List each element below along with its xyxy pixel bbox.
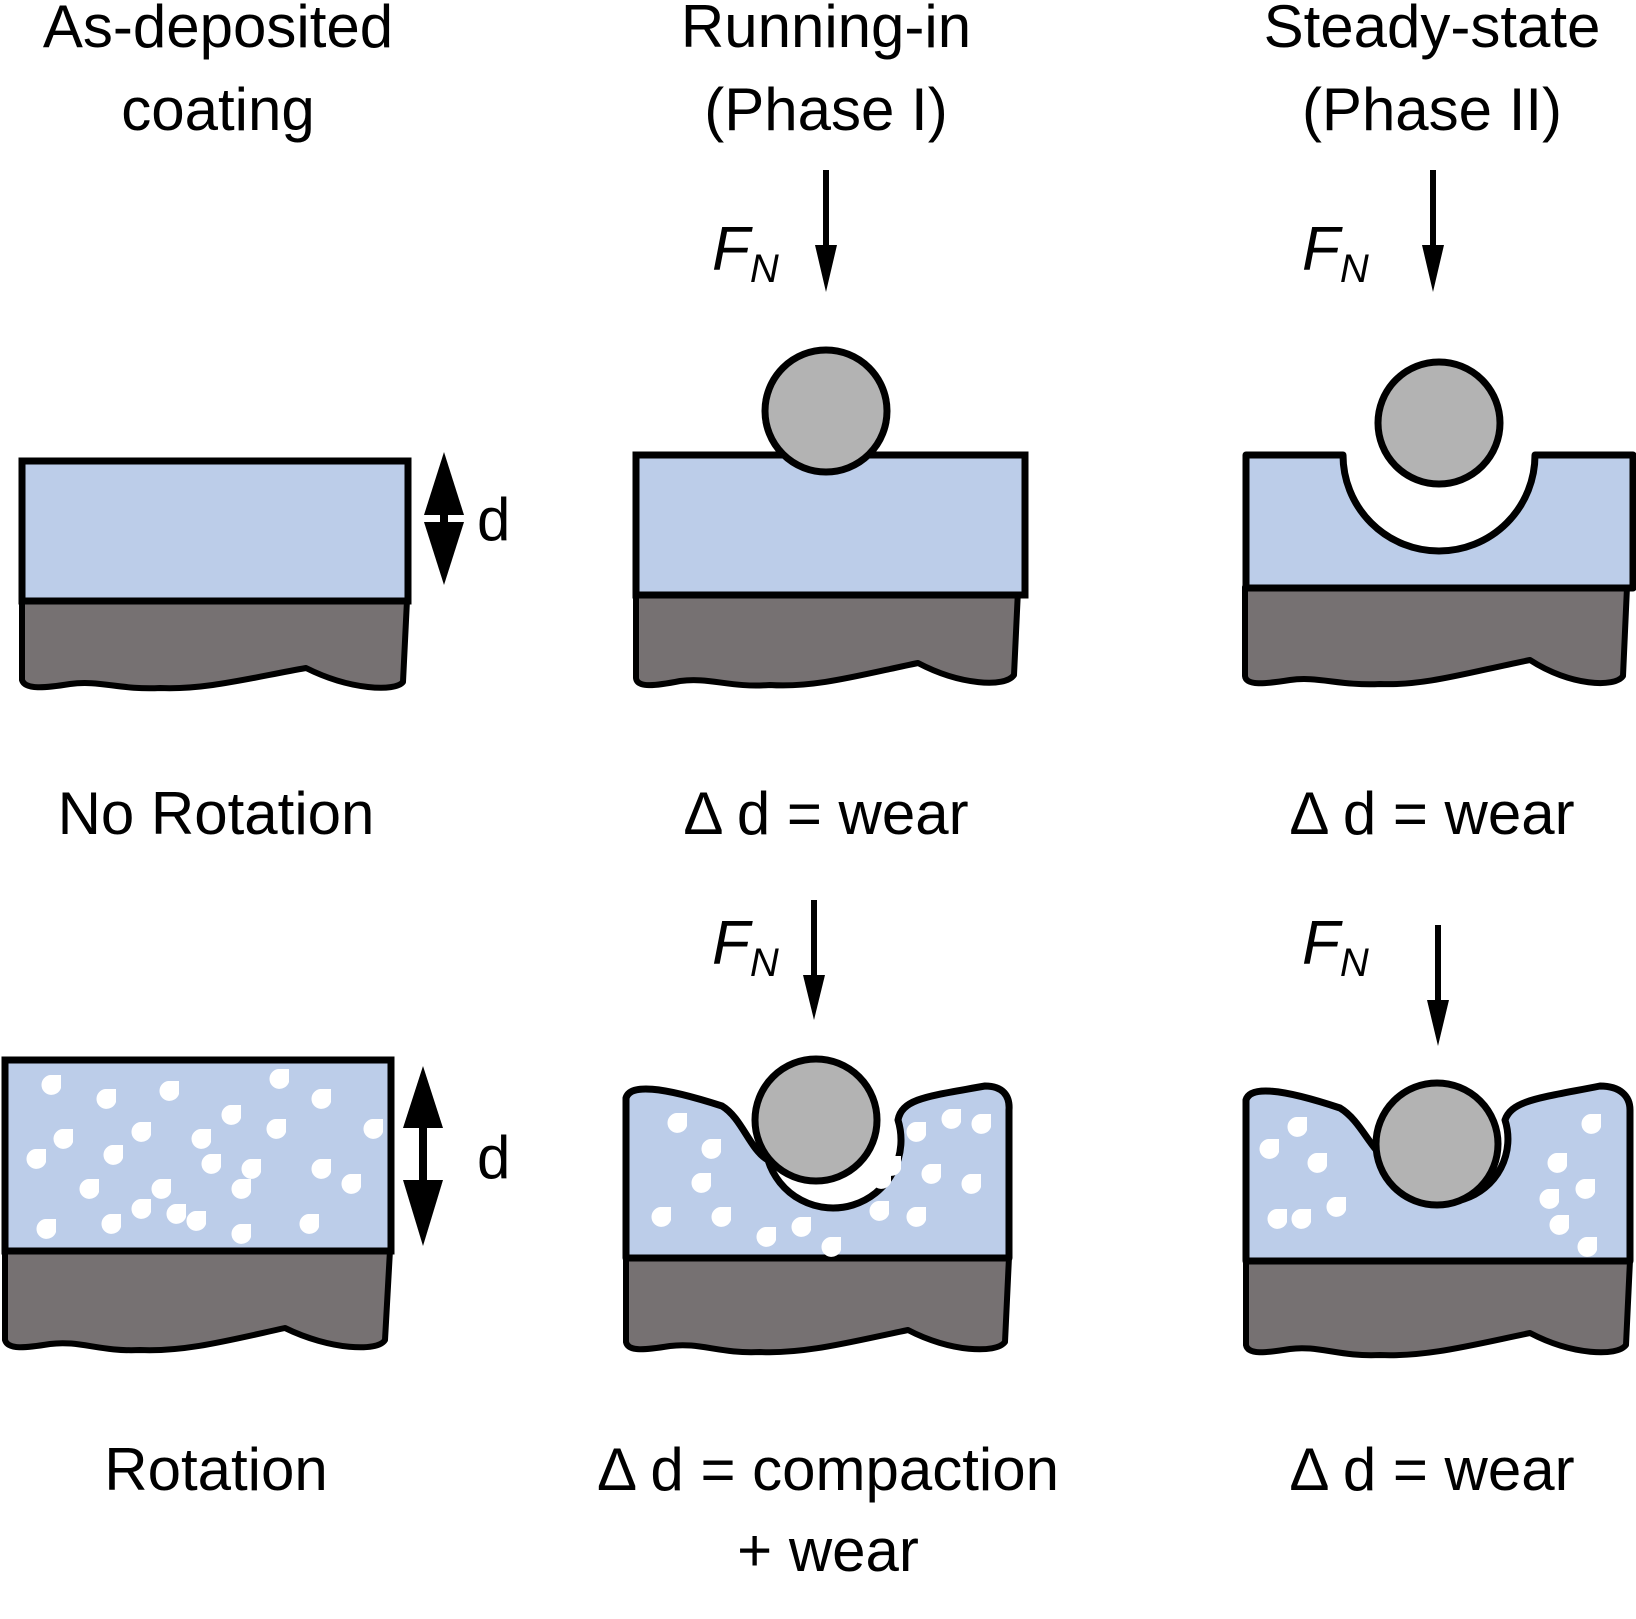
label-no-rotation: No Rotation — [58, 780, 375, 847]
sample-bottom-running-in — [622, 1055, 1013, 1356]
header-steady-state-line1: Steady-state — [1264, 0, 1601, 60]
substrate — [1242, 584, 1630, 688]
force-arrow-top-steady-state — [1422, 170, 1444, 292]
label-bottom-steady-state: Δ d = wear — [1289, 1436, 1574, 1503]
label-bottom-running-in-line1: Δ d = compaction — [597, 1436, 1059, 1503]
sample-top-as-deposited — [18, 457, 412, 692]
substrate — [2, 1247, 393, 1354]
force-arrow-top-running-in — [815, 170, 837, 292]
label-top-running-in: Δ d = wear — [683, 780, 968, 847]
sample-top-running-in — [632, 346, 1029, 689]
label-top-steady-state: Δ d = wear — [1289, 780, 1574, 847]
force-arrow-bottom-steady-state — [1427, 925, 1449, 1046]
thickness-arrow-top — [424, 452, 464, 585]
counter-ball — [1374, 358, 1504, 488]
header-as-deposited-line2: coating — [121, 76, 314, 143]
sample-top-steady-state — [1242, 358, 1636, 688]
force-label-bottom-steady-state: FN — [1302, 909, 1369, 985]
sample-bottom-as-deposited — [1, 1056, 395, 1354]
substrate — [1243, 1257, 1633, 1359]
coating-layer — [632, 451, 1029, 599]
thickness-label-bottom: d — [477, 1124, 510, 1191]
substrate — [623, 1254, 1012, 1356]
header-as-deposited-line1: As-deposited — [43, 0, 393, 60]
counter-ball — [761, 346, 891, 476]
force-label-bottom-running-in: FN — [712, 909, 779, 985]
counter-ball — [1372, 1079, 1502, 1209]
counter-ball — [751, 1055, 881, 1185]
thickness-label-top: d — [477, 486, 510, 553]
force-arrow-bottom-running-in — [803, 900, 825, 1020]
header-running-in-line1: Running-in — [681, 0, 971, 60]
header-steady-state-line2: (Phase II) — [1302, 76, 1562, 143]
substrate — [19, 597, 410, 692]
coating-layer — [18, 457, 412, 605]
label-bottom-running-in-line2: + wear — [737, 1517, 919, 1584]
header-running-in-line2: (Phase I) — [704, 76, 947, 143]
sample-bottom-steady-state — [1242, 1079, 1634, 1359]
thickness-arrow-bottom — [403, 1066, 443, 1246]
coating-layer — [1242, 451, 1636, 592]
force-label-top-steady-state: FN — [1302, 215, 1369, 291]
label-rotation: Rotation — [104, 1436, 327, 1503]
substrate — [633, 587, 1021, 689]
force-label-top-running-in: FN — [712, 215, 779, 291]
